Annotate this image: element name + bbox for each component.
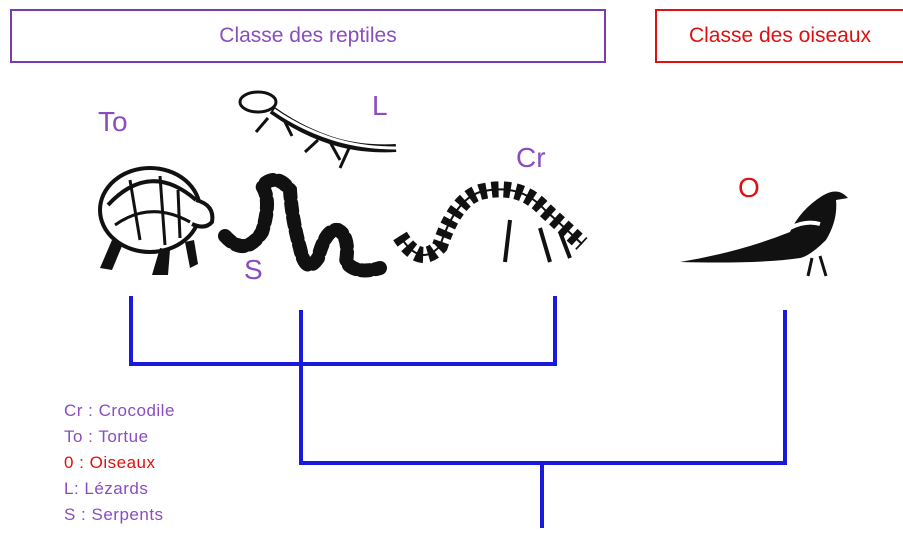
- tortoise-label: To: [98, 106, 128, 137]
- birds-class-label: Classe des oiseaux: [688, 24, 872, 47]
- magpie-illustration: [680, 191, 848, 277]
- legend-item-lizards: L: Lézards: [64, 479, 149, 498]
- crocodile-illustration: [393, 181, 588, 263]
- tortoise-illustration: [98, 166, 215, 275]
- legend-item-crocodile: Cr : Crocodile: [64, 401, 175, 420]
- snake-label: S: [244, 254, 263, 285]
- legend-item-birds: 0 : Oiseaux: [64, 453, 156, 472]
- lizard-illustration: [238, 90, 397, 169]
- lizard-label: L: [372, 90, 388, 121]
- bird-label: O: [738, 172, 760, 203]
- legend-item-tortoise: To : Tortue: [64, 427, 149, 446]
- crocodile-label: Cr: [516, 142, 546, 173]
- legend: Cr : Crocodile To : Tortue 0 : Oiseaux L…: [64, 398, 175, 528]
- reptiles-class-header: Classe des reptiles: [10, 9, 606, 63]
- birds-class-header: Classe des oiseaux: [655, 9, 903, 63]
- snake-illustration: [218, 173, 387, 278]
- legend-item-snakes: S : Serpents: [64, 505, 164, 524]
- reptiles-class-label: Classe des reptiles: [219, 24, 397, 47]
